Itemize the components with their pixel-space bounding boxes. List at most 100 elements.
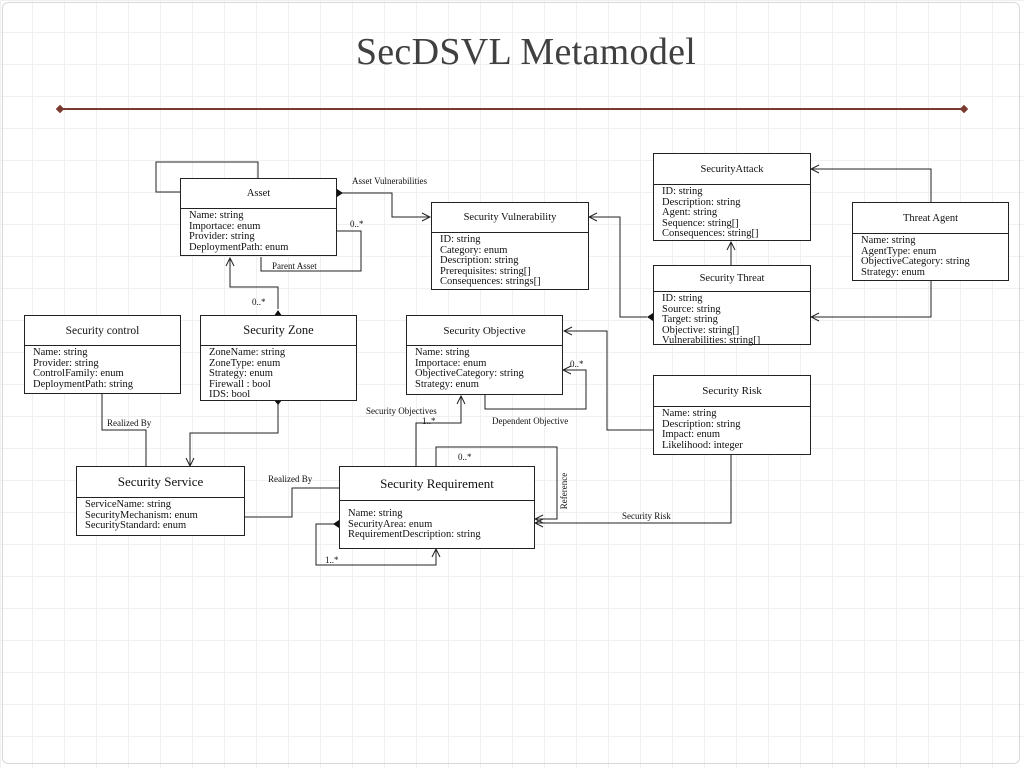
attr: ID: string — [662, 293, 703, 304]
attr: ServiceName: string — [85, 499, 172, 510]
attr: Objective: string[] — [662, 324, 740, 336]
attr: Consequences: string[] — [662, 228, 759, 239]
class-security-risk-attributes: Name: string Description: string Impact:… — [654, 407, 810, 451]
label-requirement-multiplicity: 0..* — [458, 452, 472, 462]
attr: Name: string — [33, 347, 88, 358]
class-asset-header: Asset — [181, 179, 336, 209]
attr: Likelihood: integer — [662, 439, 743, 451]
label-objectives-multiplicity: 1..* — [422, 416, 436, 426]
dependent-objective-loop — [484, 370, 587, 410]
class-security-zone-header: Security Zone — [201, 316, 356, 346]
attr: Importace: enum — [189, 220, 261, 232]
attr: Prerequisites: string[] — [440, 265, 531, 277]
class-security-threat[interactable]: Security Threat ID: string Source: strin… — [653, 265, 811, 346]
label-realized-by-control: Realized By — [107, 418, 152, 428]
requirement-self-loop — [315, 523, 436, 566]
attr: DeploymentPath: enum — [189, 241, 289, 253]
label-realized-by-service: Realized By — [268, 474, 313, 484]
risk-requirement-link — [535, 455, 732, 523]
attr: ID: string — [662, 186, 703, 197]
attr: Name: string — [415, 347, 470, 358]
class-security-risk[interactable]: Security Risk Name: string Description: … — [653, 375, 811, 455]
agent-threat-link — [811, 281, 932, 317]
class-security-zone-attributes: ZoneName: string ZoneType: enum Strategy… — [201, 346, 356, 401]
requirement-objective-link — [415, 396, 461, 466]
label-objective-multiplicity: 0..* — [570, 359, 584, 369]
attr: Description: string — [662, 418, 741, 430]
class-security-control-header: Security control — [25, 316, 180, 346]
class-security-control-attributes: Name: string Provider: string ControlFam… — [25, 346, 180, 390]
attr: RequirementDescription: string — [348, 529, 481, 540]
agent-attack-link — [811, 169, 932, 202]
attr: Description: string — [440, 255, 519, 266]
parent-asset-link — [260, 230, 362, 272]
class-security-objective-header: Security Objective — [407, 316, 562, 346]
class-security-vulnerability[interactable]: Security Vulnerability ID: string Catego… — [431, 202, 589, 290]
class-security-vulnerability-attributes: ID: string Category: enum Description: s… — [432, 233, 588, 288]
attr: ObjectiveCategory: string — [415, 368, 524, 379]
class-security-objective[interactable]: Security Objective Name: string Importac… — [406, 315, 563, 395]
class-asset[interactable]: Asset Name: string Importace: enum Provi… — [180, 178, 337, 256]
label-requirement-self-multiplicity: 1..* — [325, 555, 339, 565]
class-security-risk-header: Security Risk — [654, 376, 810, 407]
attr: IDS: bool — [209, 389, 251, 400]
class-security-control[interactable]: Security control Name: string Provider: … — [24, 315, 181, 394]
risk-objective-link — [564, 331, 653, 431]
attr: SecurityArea: enum — [348, 518, 433, 530]
class-security-threat-header: Security Threat — [654, 266, 810, 292]
attr: Description: string — [662, 196, 741, 208]
label-zone-multiplicity: 0..* — [252, 297, 266, 307]
attr: Strategy: enum — [415, 378, 479, 390]
label-asset-vulnerabilities: Asset Vulnerabilities — [352, 176, 428, 186]
class-security-zone[interactable]: Security Zone ZoneName: string ZoneType:… — [200, 315, 357, 401]
class-security-requirement[interactable]: Security Requirement Name: string Securi… — [339, 466, 535, 549]
zone-asset-link — [230, 258, 279, 309]
attr: ControlFamily: enum — [33, 368, 124, 379]
control-service-link — [101, 394, 147, 466]
class-threat-agent[interactable]: Threat Agent Name: string AgentType: enu… — [852, 202, 1009, 281]
attr: SecurityMechanism: enum — [85, 509, 198, 521]
class-security-attack-attributes: ID: string Description: string Agent: st… — [654, 185, 810, 240]
class-security-attack[interactable]: SecurityAttack ID: string Description: s… — [653, 153, 811, 241]
attr: ObjectiveCategory: string — [861, 256, 970, 267]
class-asset-attributes: Name: string Importace: enum Provider: s… — [181, 209, 336, 253]
class-security-requirement-header: Security Requirement — [340, 467, 534, 501]
attr: AgentType: enum — [861, 245, 937, 257]
attr: Name: string — [348, 508, 403, 519]
attr: Strategy: enum — [209, 368, 273, 379]
attr: Provider: string — [189, 231, 255, 242]
label-dependent-objective: Dependent Objective — [492, 416, 569, 426]
asset-vulnerabilities-link — [337, 192, 430, 217]
threat-vulnerability-link — [589, 217, 647, 318]
label-security-objectives: Security Objectives — [366, 406, 437, 416]
attr: Vulnerabilities: string[] — [662, 335, 761, 346]
class-security-service-header: Security Service — [77, 467, 244, 498]
slide-title: SecDSVL Metamodel — [355, 31, 697, 73]
title-divider — [60, 108, 964, 110]
attr: Name: string — [189, 210, 244, 221]
attr: ZoneName: string — [209, 347, 286, 358]
attr: SecurityStandard: enum — [85, 520, 187, 531]
asset-self-loop — [155, 161, 259, 193]
class-threat-agent-attributes: Name: string AgentType: enum ObjectiveCa… — [853, 234, 1008, 278]
attr: ID: string — [440, 234, 481, 245]
class-security-service[interactable]: Security Service ServiceName: string Sec… — [76, 466, 245, 536]
class-security-vulnerability-header: Security Vulnerability — [432, 203, 588, 233]
class-security-objective-attributes: Name: string Importace: enum ObjectiveCa… — [407, 346, 562, 390]
attr: Category: enum — [440, 244, 508, 256]
attr: Target: string — [662, 314, 718, 325]
label-reference: Reference — [559, 472, 570, 510]
attr: DeploymentPath: string — [33, 378, 134, 390]
attr: Name: string — [662, 408, 717, 419]
class-security-attack-header: SecurityAttack — [654, 154, 810, 185]
attr: Agent: string — [662, 207, 718, 218]
attr: Strategy: enum — [861, 266, 925, 278]
attr: Source: string — [662, 303, 721, 315]
attr: Name: string — [861, 235, 916, 246]
requirement-reference-loop — [435, 446, 558, 519]
attr: Impact: enum — [662, 429, 721, 440]
label-security-risk: Security Risk — [622, 511, 671, 521]
attr: ZoneType: enum — [209, 357, 281, 369]
